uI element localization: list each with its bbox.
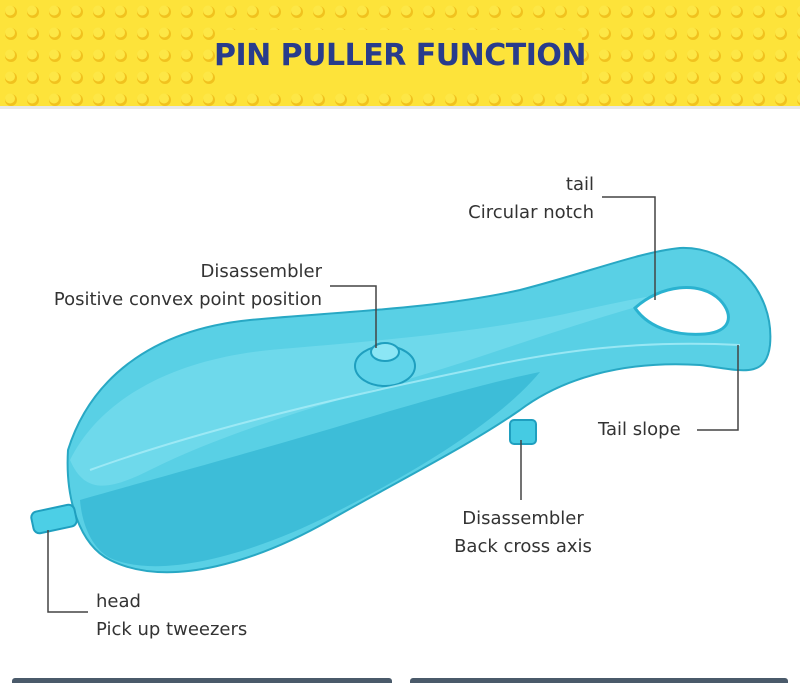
page-title: PIN PULLER FUNCTION bbox=[213, 38, 587, 73]
pin-puller-lower-facet bbox=[80, 372, 540, 567]
label-tail-line1: tail bbox=[565, 174, 594, 195]
pin-puller-body bbox=[66, 246, 772, 574]
label-tail-slope: Tail slope bbox=[598, 419, 681, 440]
label-disassembler-back-line2: Back cross axis bbox=[454, 536, 592, 557]
bottom-bar-right bbox=[410, 678, 788, 683]
header-divider bbox=[0, 106, 800, 109]
circular-notch bbox=[633, 286, 730, 336]
bottom-bar-left bbox=[12, 678, 392, 683]
head-tweezers bbox=[30, 503, 78, 535]
label-head-line2: Pick up tweezers bbox=[96, 619, 248, 640]
label-head-line1: head bbox=[96, 591, 141, 612]
back-cross-axis bbox=[509, 419, 537, 445]
title-background bbox=[218, 30, 582, 88]
label-head: head Pick up tweezers bbox=[96, 588, 247, 644]
label-tail: tail Circular notch bbox=[430, 171, 594, 227]
label-disassembler-top-line2: Positive convex point position bbox=[53, 289, 322, 310]
pin-puller-top-facet bbox=[70, 291, 700, 486]
label-disassembler-back-line1: Disassembler bbox=[462, 508, 584, 529]
label-disassembler-back: Disassembler Back cross axis bbox=[452, 505, 594, 561]
label-disassembler-top-line1: Disassembler bbox=[200, 261, 322, 282]
label-disassembler-top: Disassembler Positive convex point posit… bbox=[10, 258, 322, 314]
label-tail-line2: Circular notch bbox=[468, 202, 594, 223]
